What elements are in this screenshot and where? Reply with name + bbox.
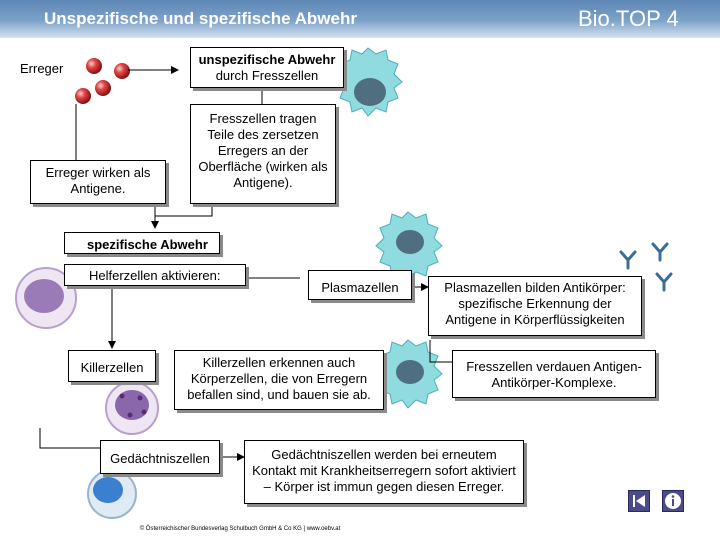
antibody-icon [619,242,673,292]
back-button[interactable] [628,490,650,512]
box-killerzellen: Killerzellen [68,350,156,382]
box-fresszellen-verdauen: Fresszellen verdauen Antigen-Antikörper-… [452,350,656,398]
box-fresszellen-tragen: Fresszellen tragen Teile des zersetzen E… [190,104,336,204]
brand-logo: Bio.TOP 4 [578,6,679,31]
pathogen-icon [95,80,111,96]
memory-cell-icon [87,469,137,519]
box-gedaechtniszellen: Gedächtniszellen [100,440,220,474]
page-title: Unspezifische und spezifische Abwehr [44,9,357,28]
pathogen-icon [86,58,102,74]
unspezifische-abwehr-title: unspezifische Abwehr [198,52,336,67]
label-erreger: Erreger [20,61,64,76]
killer-cell-icon [105,381,159,435]
helper-cell-icon [15,267,77,329]
pathogen-icon [114,63,130,79]
footer-copyright: © Österreichischer Bundesverlag Schulbuc… [139,526,341,532]
phagocyte-icon [375,211,443,281]
box-unspezifische-abwehr: unspezifische Abwehr durch Fresszellen [190,47,344,88]
back-icon [633,495,645,507]
pathogen-group [75,58,130,104]
unspezifische-abwehr-subtitle: durch Fresszellen [215,68,319,83]
box-helferzellen: Helferzellen aktivieren: [64,264,246,286]
box-erreger-antigene: Erreger wirken als Antigene. [30,160,166,204]
header-bar [0,0,720,38]
pathogen-icon [75,88,91,104]
box-spezifische-abwehr: spezifische Abwehr [64,232,220,254]
phagocyte-icon [335,47,403,117]
info-icon [665,493,681,509]
phagocyte-icon [375,339,443,409]
box-plasmazellen: Plasmazellen [308,270,412,300]
box-gedaechtniszellen-text: Gedächtniszellen werden bei erneutem Kon… [244,440,524,504]
box-killerzellen-erkennen: Killerzellen erkennen auch Körperzellen,… [174,350,384,410]
info-button[interactable] [662,490,684,512]
box-plasmazellen-antikoerper: Plasmazellen bilden Antikörper: spezifis… [428,276,642,336]
